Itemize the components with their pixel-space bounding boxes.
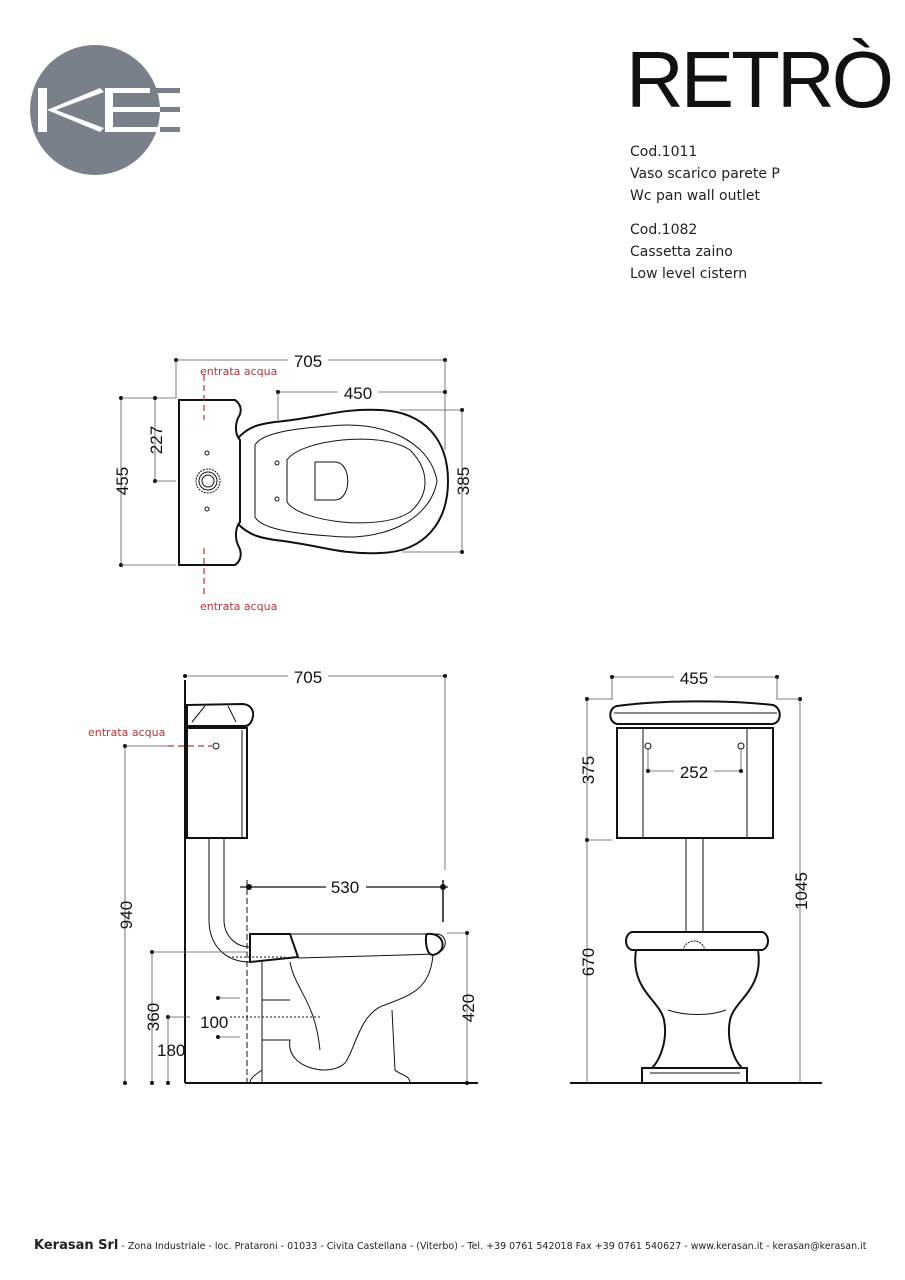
dim-outlet-center: 180 [157, 1041, 185, 1060]
product-name-en: Low level cistern [630, 266, 748, 282]
dim-bowl-width: 385 [454, 467, 473, 495]
label-water-inlet-top: entrata acqua [200, 365, 277, 378]
kerasan-logo [30, 45, 180, 175]
dim-inlet-height: 940 [117, 901, 136, 929]
dim-depth-total: 455 [113, 467, 132, 495]
top-view: 705 450 455 227 385 entrata acqua entrat… [113, 350, 473, 613]
label-water-inlet-bottom: entrata acqua [200, 600, 277, 613]
dim-seat-height: 420 [459, 994, 478, 1022]
dim-outlet-diameter: 100 [200, 1013, 228, 1032]
dim-depth-half: 227 [147, 426, 166, 454]
product-name-en: Wc pan wall outlet [630, 188, 760, 204]
label-water-inlet-side: entrata acqua [88, 726, 165, 739]
dim-cistern-height: 375 [579, 756, 598, 784]
product-series-title: RETRÒ [626, 35, 894, 124]
dim-width-bowl: 450 [344, 384, 372, 403]
product-name-it: Cassetta zaino [630, 244, 733, 260]
dim-width-total: 705 [294, 352, 322, 371]
footer-details: - Zona Industriale - loc. Prataroni - 01… [121, 1241, 867, 1252]
dim-fixing-distance: 252 [680, 763, 708, 782]
product-info-1011: Cod.1011 Vaso scarico parete P Wc pan wa… [630, 141, 780, 207]
product-info-1082: Cod.1082 Cassetta zaino Low level cister… [630, 219, 747, 285]
product-code: Cod.1011 [630, 144, 698, 160]
footer: Kerasan Srl - Zona Industriale - loc. Pr… [34, 1238, 866, 1253]
side-view: 705 entrata acqua 530 940 360 [88, 666, 478, 1085]
dim-seat-depth: 530 [331, 878, 359, 897]
dim-total-height: 1045 [792, 872, 811, 910]
dim-outlet-height: 360 [144, 1003, 163, 1031]
product-name-it: Vaso scarico parete P [630, 166, 780, 182]
dim-side-width: 705 [294, 668, 322, 687]
footer-company: Kerasan Srl [34, 1238, 119, 1253]
front-view: 455 252 375 670 1045 [570, 667, 822, 1084]
dim-bowl-height: 670 [579, 948, 598, 976]
product-code: Cod.1082 [630, 222, 698, 238]
dim-front-width: 455 [680, 669, 708, 688]
